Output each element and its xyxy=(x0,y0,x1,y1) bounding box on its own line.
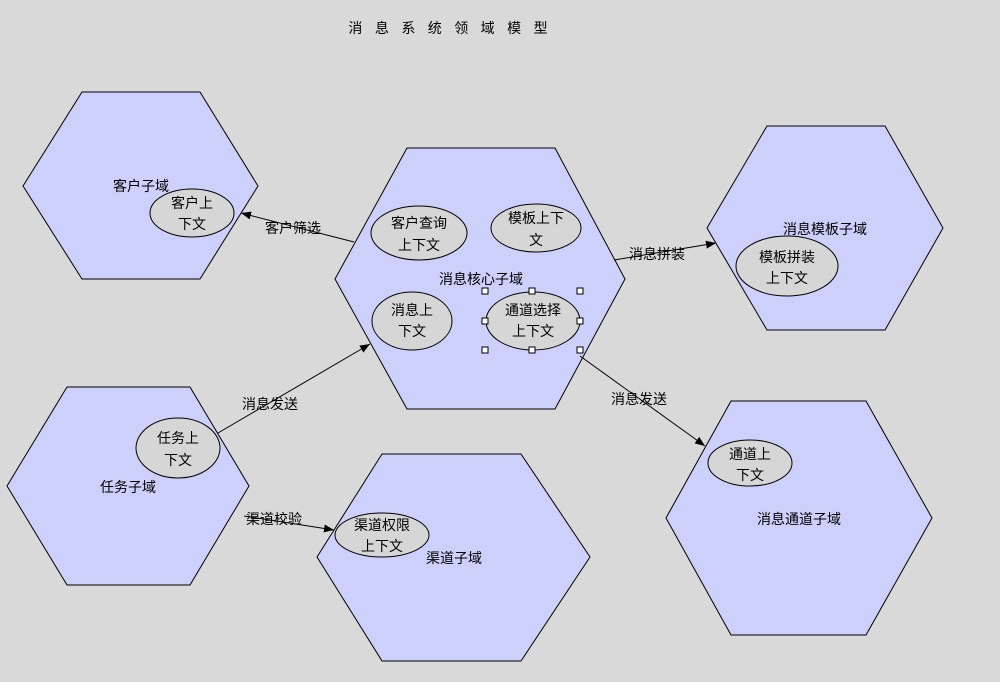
context-message-line1: 消息上 xyxy=(391,302,433,319)
context-task[interactable]: 任务上 下文 xyxy=(135,417,221,479)
context-task-line1: 任务上 xyxy=(157,431,199,447)
edge-label-channel-send: 消息发送 xyxy=(611,391,667,408)
context-channel[interactable]: 通道上 下文 xyxy=(707,439,793,487)
context-template-assembly-line2: 上下文 xyxy=(766,271,808,287)
context-channel-permission[interactable]: 渠道权限 上下文 xyxy=(334,512,430,558)
context-channel-permission-line2: 上下文 xyxy=(361,539,403,555)
selection-handles[interactable] xyxy=(481,287,584,354)
domain-label-customer: 客户子域 xyxy=(113,178,169,195)
edge-channel-send[interactable] xyxy=(579,355,706,447)
domain-label-core: 消息核心子域 xyxy=(439,271,523,288)
context-customer-query[interactable]: 客户查询 上下文 xyxy=(370,205,468,261)
edge-task-send[interactable] xyxy=(217,343,371,434)
context-channel-select-line2: 上下文 xyxy=(512,324,554,340)
context-channel-select-line1: 通道选择 xyxy=(505,303,561,319)
context-message-line2: 下文 xyxy=(398,324,426,340)
domain-label-task: 任务子域 xyxy=(100,480,156,496)
edge-label-task-send: 消息发送 xyxy=(242,396,298,413)
context-message[interactable]: 消息上 下文 xyxy=(371,291,453,351)
context-channel-select[interactable]: 通道选择 上下文 xyxy=(485,291,581,351)
context-customer[interactable]: 客户上 下文 xyxy=(149,188,235,238)
context-template-assembly[interactable]: 模板拼装 上下文 xyxy=(735,235,839,297)
edge-channel-check[interactable] xyxy=(243,515,335,533)
edge-customer-filter[interactable] xyxy=(240,211,355,243)
context-customer-query-line2: 上下文 xyxy=(398,238,440,254)
edge-label-channel-check: 渠道校验 xyxy=(246,511,302,528)
hex-channel-auth-domain[interactable] xyxy=(316,453,591,662)
context-customer-line2: 下文 xyxy=(178,217,206,233)
context-customer-line1: 客户上 xyxy=(171,195,213,212)
edge-label-message-assembly: 消息拼装 xyxy=(629,246,685,263)
context-channel-line2: 下文 xyxy=(736,468,764,484)
context-customer-query-line1: 客户查询 xyxy=(391,215,447,232)
edge-label-customer-filter: 客户筛选 xyxy=(265,220,321,237)
context-template-assembly-line1: 模板拼装 xyxy=(759,250,815,266)
context-template-line1: 模板上下 xyxy=(508,211,564,227)
domain-label-channel-auth: 渠道子域 xyxy=(426,551,482,567)
context-template[interactable]: 模板上下 文 xyxy=(490,203,582,253)
context-task-line2: 下文 xyxy=(164,453,192,469)
domain-label-channel: 消息通道子域 xyxy=(757,511,841,528)
context-channel-line1: 通道上 xyxy=(729,447,771,463)
domain-label-template: 消息模板子域 xyxy=(783,221,867,238)
diagram-title: 消 息 系 统 领 域 模 型 xyxy=(348,20,551,37)
context-channel-permission-line1: 渠道权限 xyxy=(354,518,410,534)
edge-message-assembly[interactable] xyxy=(613,240,717,261)
context-template-line2: 文 xyxy=(529,233,543,249)
